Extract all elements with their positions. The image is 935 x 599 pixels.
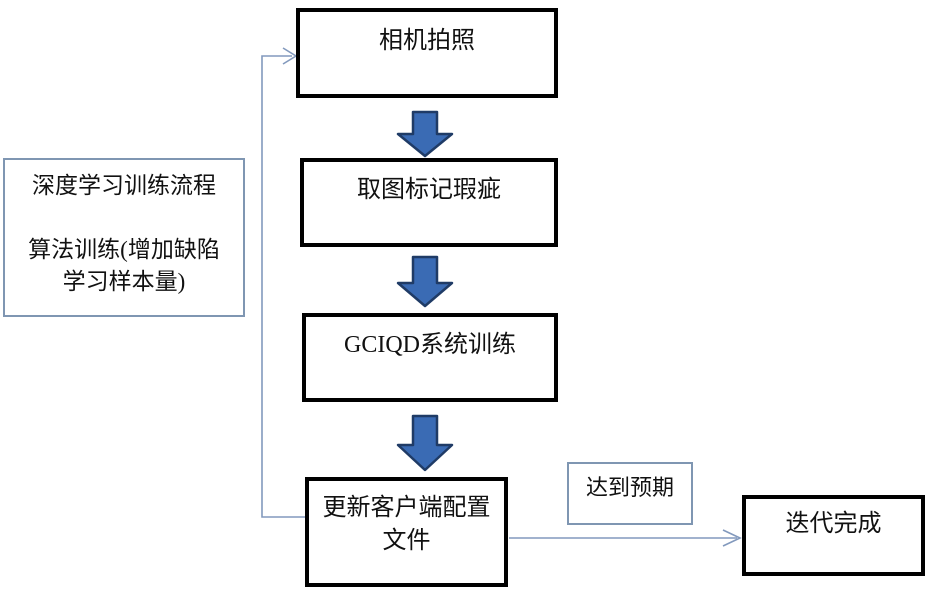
node-camera-capture: 相机拍照 [296,8,558,98]
node-mark-defects: 取图标记瑕疵 [300,158,558,247]
node-mark-defects-label: 取图标记瑕疵 [357,177,501,203]
result-arrowhead-icon [722,529,742,547]
feedback-connector-line [261,55,305,518]
node-iteration-complete-label: 迭代完成 [785,511,882,537]
down-block-arrow-2-icon [396,255,454,308]
label-condition-met: 达到预期 [567,462,693,525]
down-block-arrow-3-icon [396,414,454,472]
label-condition-met-text: 达到预期 [585,475,674,500]
feedback-arrowhead-icon [282,47,298,65]
node-update-client-config: 更新客户端配置 文件 [305,477,508,587]
node-iteration-complete: 迭代完成 [742,495,925,576]
node-gciqd-training-label: GCIQD系统训练 [344,332,516,358]
down-block-arrow-1-icon [396,110,454,158]
note-training-process: 深度学习训练流程 算法训练(增加缺陷 学习样本量) [3,158,245,317]
node-gciqd-training: GCIQD系统训练 [302,313,558,402]
node-camera-capture-label: 相机拍照 [379,28,475,54]
node-update-client-config-label: 更新客户端配置 文件 [322,495,491,554]
note-training-process-label: 深度学习训练流程 算法训练(增加缺陷 学习样本量) [28,173,220,294]
